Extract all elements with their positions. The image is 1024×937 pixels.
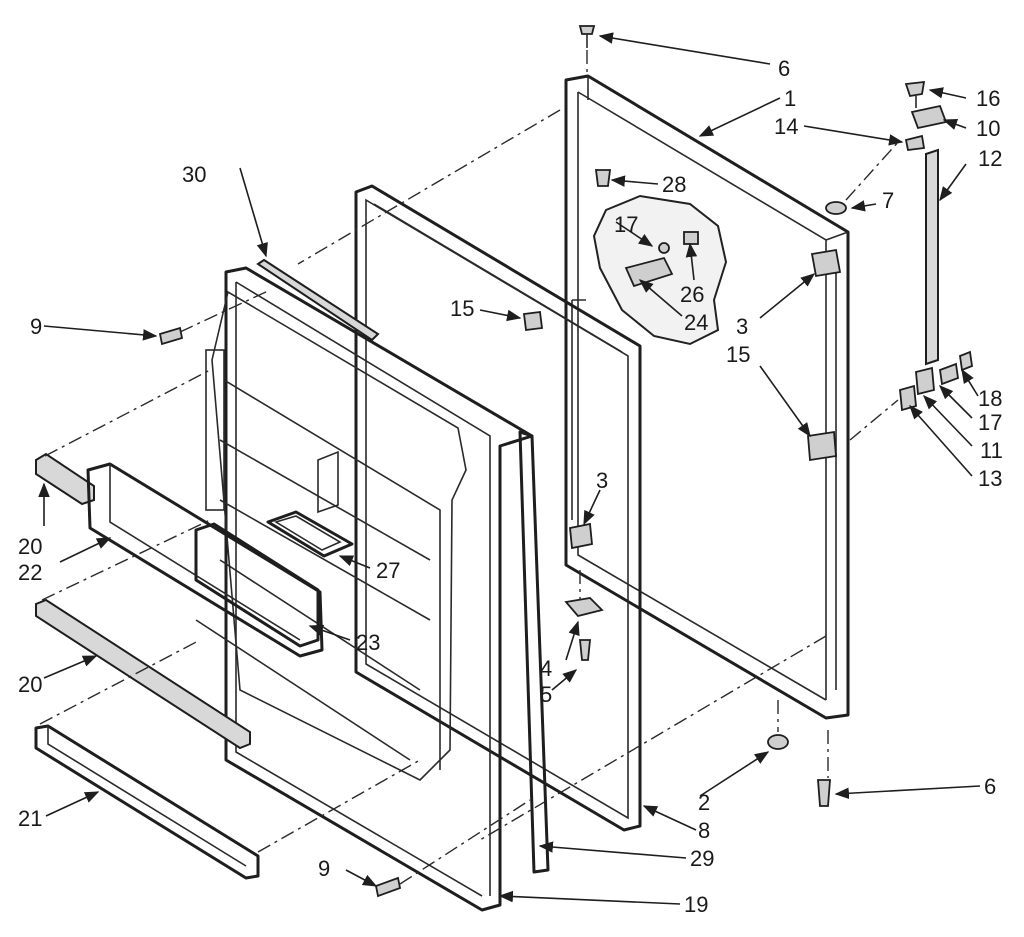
screw-9-lower: [374, 876, 402, 898]
shelf-21-bar: [34, 724, 260, 880]
callout-22: 22: [18, 560, 42, 585]
callout-10: 10: [976, 116, 1000, 141]
callout-20-upper: 20: [18, 534, 42, 559]
callout-8: 8: [698, 818, 710, 843]
door-frame-part: [564, 74, 850, 720]
foot-2: [767, 734, 789, 750]
callout-labels: 6 1 14 16 10 12 28 7 30 17 26 24 9 15 3 …: [18, 56, 1003, 917]
callout-29: 29: [690, 846, 714, 871]
callout-28: 28: [662, 172, 686, 197]
callout-15-right: 15: [726, 342, 750, 367]
callout-12: 12: [978, 146, 1002, 171]
door-liner-part: [195, 266, 534, 912]
callout-2: 2: [698, 790, 710, 815]
bracket-11-13: [899, 366, 935, 412]
screw-6-top: [578, 25, 596, 48]
assembly-lines: [39, 50, 901, 885]
callout-6-top: 6: [778, 56, 790, 81]
hinge-15-right: [807, 430, 837, 462]
callout-4: 4: [540, 656, 552, 681]
hinge-3-upper: [810, 248, 842, 278]
hinge-pin-10: [910, 104, 948, 130]
shelf-22-bin: [86, 462, 324, 658]
callout-26: 26: [680, 282, 704, 307]
shelf-20-lower: [35, 598, 251, 750]
callout-7: 7: [882, 188, 894, 213]
closer-bar-12: [925, 148, 939, 366]
callout-6-bottom: 6: [984, 774, 996, 799]
clip-18: [959, 350, 973, 372]
plug-28: [594, 169, 612, 187]
callout-27: 27: [376, 558, 400, 583]
screw-16: [904, 80, 926, 108]
callout-20-lower: 20: [18, 672, 42, 697]
hinge-3-lower: [569, 522, 593, 550]
callout-18: 18: [978, 386, 1002, 411]
screw-6-bottom: [817, 779, 831, 807]
callout-3-upper: 3: [736, 314, 748, 339]
gasket-strip-part: [518, 430, 550, 874]
callout-30: 30: [182, 162, 206, 187]
tray-27: [266, 510, 354, 558]
callout-16: 16: [976, 86, 1000, 111]
hinge-15-left: [522, 310, 544, 332]
shim-14: [904, 134, 926, 151]
hinge-cutaway-detail: [592, 194, 728, 346]
bracket-4: [564, 597, 604, 618]
callout-21: 21: [18, 806, 42, 831]
callout-17-cutaway: 17: [614, 212, 638, 237]
callout-23: 23: [356, 630, 380, 655]
callout-9-upper: 9: [30, 314, 42, 339]
callout-19: 19: [684, 892, 708, 917]
callout-17-right: 17: [978, 410, 1002, 435]
screw-5: [579, 639, 591, 661]
leader-lines: [38, 32, 981, 905]
cap-7: [825, 201, 847, 215]
screw-17-right: [939, 362, 959, 386]
callout-3-lower: 3: [596, 468, 608, 493]
callout-1: 1: [784, 86, 796, 111]
callout-5: 5: [540, 682, 552, 707]
rod-part-30: [256, 258, 380, 342]
shelf-20-upper: [35, 452, 95, 506]
callout-14: 14: [774, 114, 798, 139]
callout-9-lower: 9: [318, 856, 330, 881]
callout-15-left: 15: [450, 296, 474, 321]
door-gasket-part: [354, 184, 642, 832]
callout-11: 11: [980, 438, 1003, 463]
callout-13: 13: [978, 466, 1002, 491]
screw-9-upper: [158, 326, 184, 346]
callout-24: 24: [684, 310, 708, 335]
shelf-23-bin: [194, 522, 320, 648]
